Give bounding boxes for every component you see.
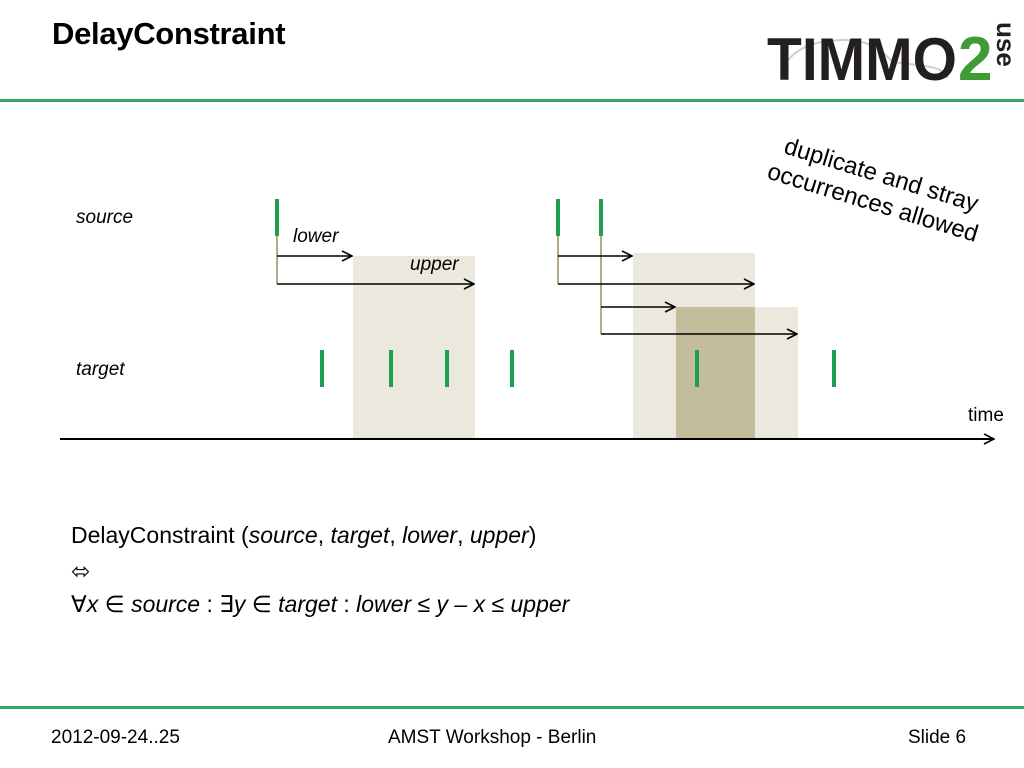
formula-separator: , <box>457 522 470 548</box>
forall-symbol: ∀ <box>71 591 87 617</box>
formula-separator: , <box>389 522 403 548</box>
time-axis-label: time <box>968 405 1004 426</box>
colon: : <box>200 591 220 617</box>
var-y: y <box>233 591 246 617</box>
formula-param-target: target <box>330 522 390 548</box>
logo-use-text: use <box>991 22 1020 67</box>
target-row-label: target <box>76 359 125 380</box>
delay-constraint-diagram <box>60 199 1024 500</box>
logo-timmo-text: TIMMO <box>767 26 957 86</box>
set-target: target <box>278 591 337 617</box>
exists-symbol: ∃ <box>219 591 234 617</box>
formula-definition: ∀x ∈ source : ∃y ∈ target : lower ≤ y – … <box>71 591 569 618</box>
header-divider <box>0 99 1024 102</box>
formula-close-paren: ) <box>528 522 537 548</box>
timmo2use-logo: TIMMO 2 use <box>767 22 1020 86</box>
element-of-symbol: ∈ <box>245 591 279 617</box>
element-of-symbol: ∈ <box>98 591 132 617</box>
lower-label: lower <box>293 226 339 247</box>
formula-param-lower: lower <box>402 522 458 548</box>
slide-title: DelayConstraint <box>52 16 286 51</box>
window-1-region <box>353 256 475 439</box>
footer-event: AMST Workshop - Berlin <box>388 727 597 748</box>
formula-signature: DelayConstraint (source, target, lower, … <box>71 522 536 549</box>
source-row-label: source <box>76 207 134 228</box>
upper-label: upper <box>410 254 459 275</box>
footer-divider <box>0 706 1024 709</box>
formula-equivalence-icon: ⬄ <box>71 558 91 584</box>
window-overlap-region <box>676 307 755 439</box>
formula-separator: , <box>317 522 331 548</box>
colon: : <box>336 591 357 617</box>
logo-2-text: 2 <box>958 25 992 86</box>
formula-param-upper: upper <box>469 522 529 548</box>
inequality-expression: lower ≤ y – x ≤ upper <box>356 591 570 617</box>
formula-param-source: source <box>248 522 318 548</box>
var-x: x <box>86 591 99 617</box>
footer-date: 2012-09-24..25 <box>51 727 180 748</box>
set-source: source <box>131 591 201 617</box>
logo-car-outline-icon <box>782 38 948 79</box>
formula-name: DelayConstraint ( <box>71 522 249 548</box>
footer-slide-number: Slide 6 <box>908 727 967 748</box>
